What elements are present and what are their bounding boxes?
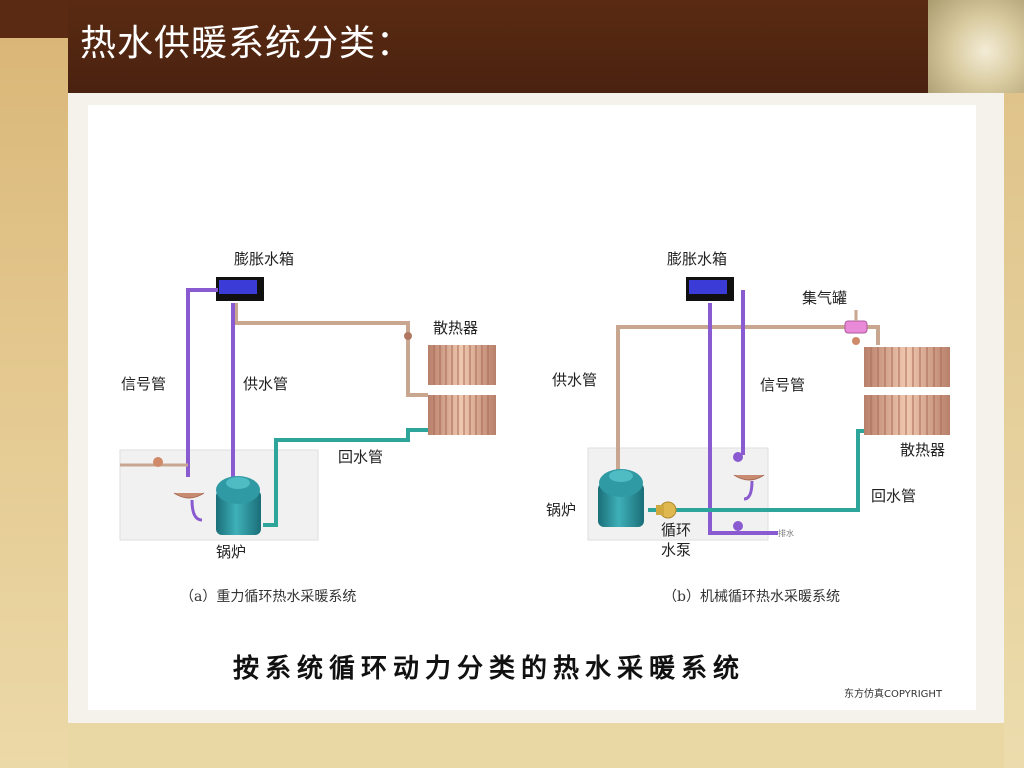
- diagram-a: 膨胀水箱 散热器 信号管 供水管 回水管 锅炉 （a）重力循环热水采暖系统: [119, 250, 496, 605]
- label-return-pipe-b: 回水管: [871, 487, 916, 505]
- background-left-band: [0, 0, 68, 768]
- label-boiler-a: 锅炉: [216, 543, 246, 561]
- radiator-b-bottom: [864, 395, 950, 435]
- radiator-a-top: [428, 345, 496, 385]
- label-supply-pipe-a: 供水管: [243, 375, 288, 393]
- slide-title: 热水供暖系统分类：: [80, 23, 414, 64]
- diagram-svg: 膨胀水箱 散热器 信号管 供水管 回水管 锅炉 （a）重力循环热水采暖系统: [119, 250, 950, 700]
- caption-a: （a）重力循环热水采暖系统: [180, 589, 356, 605]
- label-expansion-tank-a: 膨胀水箱: [234, 250, 294, 268]
- circulation-pump: [656, 501, 677, 519]
- signal-pipe-a: [186, 288, 218, 477]
- boiler-b: [598, 469, 644, 527]
- title-bar: [68, 0, 928, 93]
- label-pump-line1: 循环: [661, 521, 691, 539]
- supply-pipe-a: [234, 303, 410, 334]
- label-supply-pipe-b: 供水管: [552, 371, 597, 389]
- return-pipe-a: [263, 428, 428, 527]
- main-caption: 按系统循环动力分类的热水采暖系统: [233, 653, 745, 684]
- label-air-collector: 集气罐: [802, 289, 847, 307]
- label-boiler-b: 锅炉: [546, 501, 576, 519]
- diagram-b: 排水: [546, 250, 950, 605]
- caption-b: （b）机械循环热水采暖系统: [663, 589, 840, 605]
- label-signal-pipe-a: 信号管: [121, 375, 166, 393]
- label-return-pipe-a: 回水管: [338, 448, 383, 466]
- radiator-a-bottom: [428, 395, 496, 435]
- supply-pipe-b: [616, 325, 848, 480]
- label-radiator-a: 散热器: [433, 319, 478, 337]
- copyright-text: 东方仿真COPYRIGHT: [844, 687, 943, 700]
- heating-diagram-figure: 膨胀水箱 散热器 信号管 供水管 回水管 锅炉 （a）重力循环热水采暖系统: [88, 105, 976, 710]
- background-right-band: [1004, 93, 1024, 768]
- air-collector: [844, 310, 868, 345]
- corner-decoration: [928, 0, 1024, 93]
- label-expansion-tank-b: 膨胀水箱: [667, 250, 727, 268]
- svg-text:排水: 排水: [778, 528, 794, 538]
- label-radiator-b: 散热器: [900, 441, 945, 459]
- radiator-b-top: [864, 347, 950, 387]
- label-pump-line2: 水泵: [661, 541, 691, 559]
- signal-pipe-b: [708, 303, 778, 535]
- label-signal-pipe-b: 信号管: [760, 376, 805, 394]
- boiler-a: [216, 476, 261, 535]
- title-bar-strip: [0, 0, 68, 38]
